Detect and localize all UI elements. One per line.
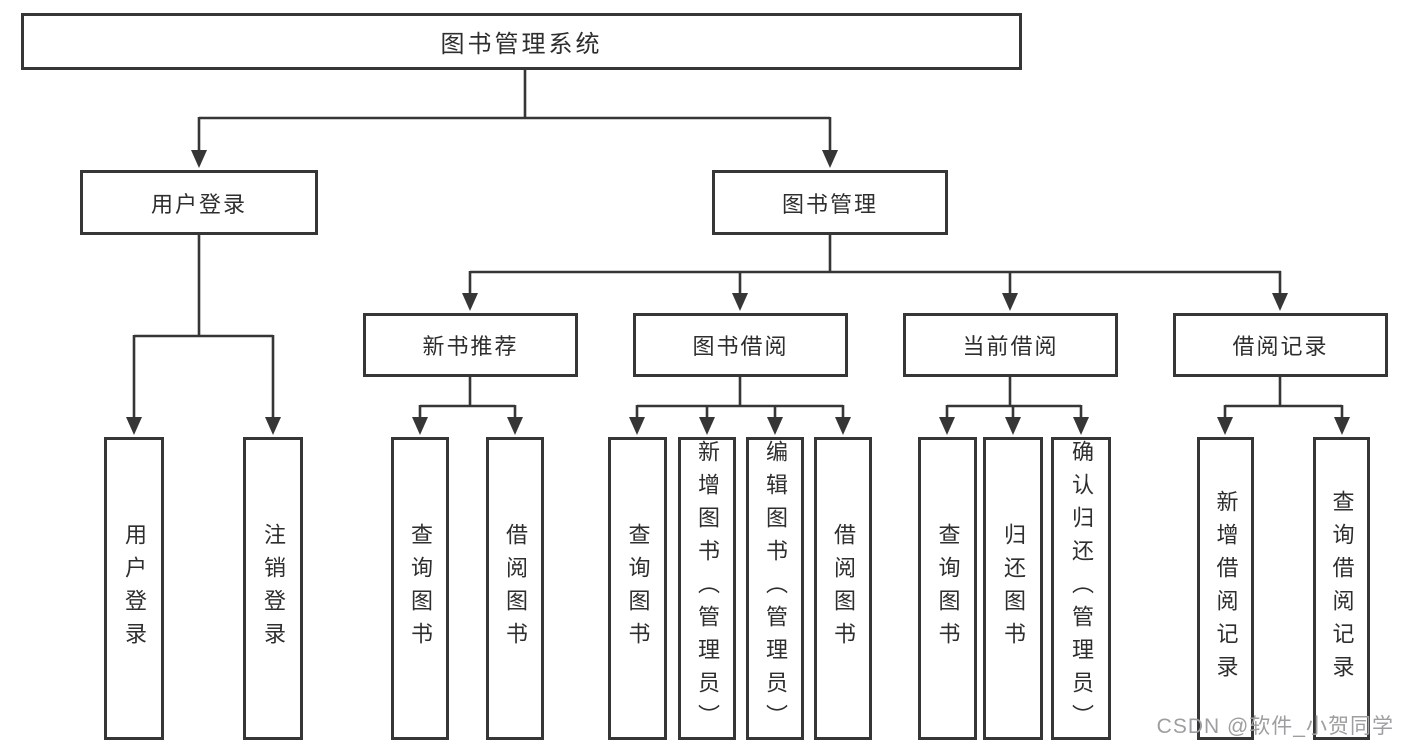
arrow-down-icon <box>412 417 428 435</box>
node-leaf-query-books-2: 查询图书 <box>608 437 667 740</box>
node-label: 借阅图书 <box>831 522 856 655</box>
node-label: 图书管理系统 <box>440 31 603 58</box>
arrow-down-icon <box>1002 293 1018 311</box>
node-label: 新增图书（管理员） <box>695 440 720 737</box>
node-label: 借阅记录 <box>1232 334 1329 359</box>
arrow-down-icon <box>629 417 645 435</box>
node-label: 新书推荐 <box>422 334 519 359</box>
node-leaf-query-borrow-record: 查询借阅记录 <box>1313 437 1370 740</box>
node-leaf-edit-books-admin: 编辑图书（管理员） <box>746 437 804 740</box>
node-leaf-confirm-return-admin: 确认归还（管理员） <box>1051 437 1111 740</box>
tree-edges <box>132 70 1344 419</box>
node-new-book-recommendation: 新书推荐 <box>363 313 578 377</box>
node-current-borrowing: 当前借阅 <box>903 313 1118 377</box>
node-user-login: 用户登录 <box>80 170 318 235</box>
node-book-borrowing: 图书借阅 <box>633 313 848 377</box>
node-leaf-user-login: 用户登录 <box>104 437 164 740</box>
arrow-down-icon <box>1073 417 1089 435</box>
node-label: 图书借阅 <box>692 334 789 359</box>
node-label: 确认归还（管理员） <box>1069 440 1094 737</box>
arrow-down-icon <box>732 293 748 311</box>
node-leaf-borrow-books-2: 借阅图书 <box>814 437 872 740</box>
node-label: 查询图书 <box>935 522 961 655</box>
node-label: 注销登录 <box>261 522 286 655</box>
node-label: 用户登录 <box>150 191 247 217</box>
arrow-down-icon <box>265 417 281 435</box>
arrow-down-icon <box>1005 417 1021 435</box>
node-label: 查询图书 <box>408 522 433 655</box>
node-borrowing-records: 借阅记录 <box>1173 313 1388 377</box>
node-label: 用户登录 <box>122 522 147 655</box>
node-label: 新增借阅记录 <box>1213 489 1239 688</box>
node-label: 图书管理 <box>781 191 878 217</box>
node-leaf-add-books-admin: 新增图书（管理员） <box>678 437 736 740</box>
arrow-down-icon <box>1217 417 1233 435</box>
arrow-down-icon <box>699 417 715 435</box>
arrowhead-icons <box>126 150 1350 435</box>
node-leaf-query-books-1: 查询图书 <box>391 437 449 740</box>
arrow-down-icon <box>191 150 207 168</box>
node-label: 当前借阅 <box>962 334 1059 359</box>
arrow-down-icon <box>835 417 851 435</box>
node-leaf-query-books-3: 查询图书 <box>918 437 977 740</box>
arrow-down-icon <box>939 417 955 435</box>
arrow-down-icon <box>767 417 783 435</box>
node-leaf-return-books: 归还图书 <box>983 437 1043 740</box>
node-leaf-borrow-books-1: 借阅图书 <box>486 437 544 740</box>
node-library-management-system: 图书管理系统 <box>21 13 1022 70</box>
arrow-down-icon <box>462 293 478 311</box>
arrow-down-icon <box>507 417 523 435</box>
arrow-down-icon <box>1272 293 1288 311</box>
node-label: 编辑图书（管理员） <box>763 440 788 737</box>
arrow-down-icon <box>126 417 142 435</box>
node-leaf-logout: 注销登录 <box>243 437 303 740</box>
node-label: 查询借阅记录 <box>1329 489 1355 688</box>
node-label: 借阅图书 <box>503 522 528 655</box>
node-book-management: 图书管理 <box>712 170 948 235</box>
arrow-down-icon <box>1334 417 1350 435</box>
node-leaf-add-borrow-record: 新增借阅记录 <box>1197 437 1254 740</box>
node-label: 查询图书 <box>625 522 651 655</box>
arrow-down-icon <box>822 150 838 168</box>
node-label: 归还图书 <box>1001 522 1026 655</box>
